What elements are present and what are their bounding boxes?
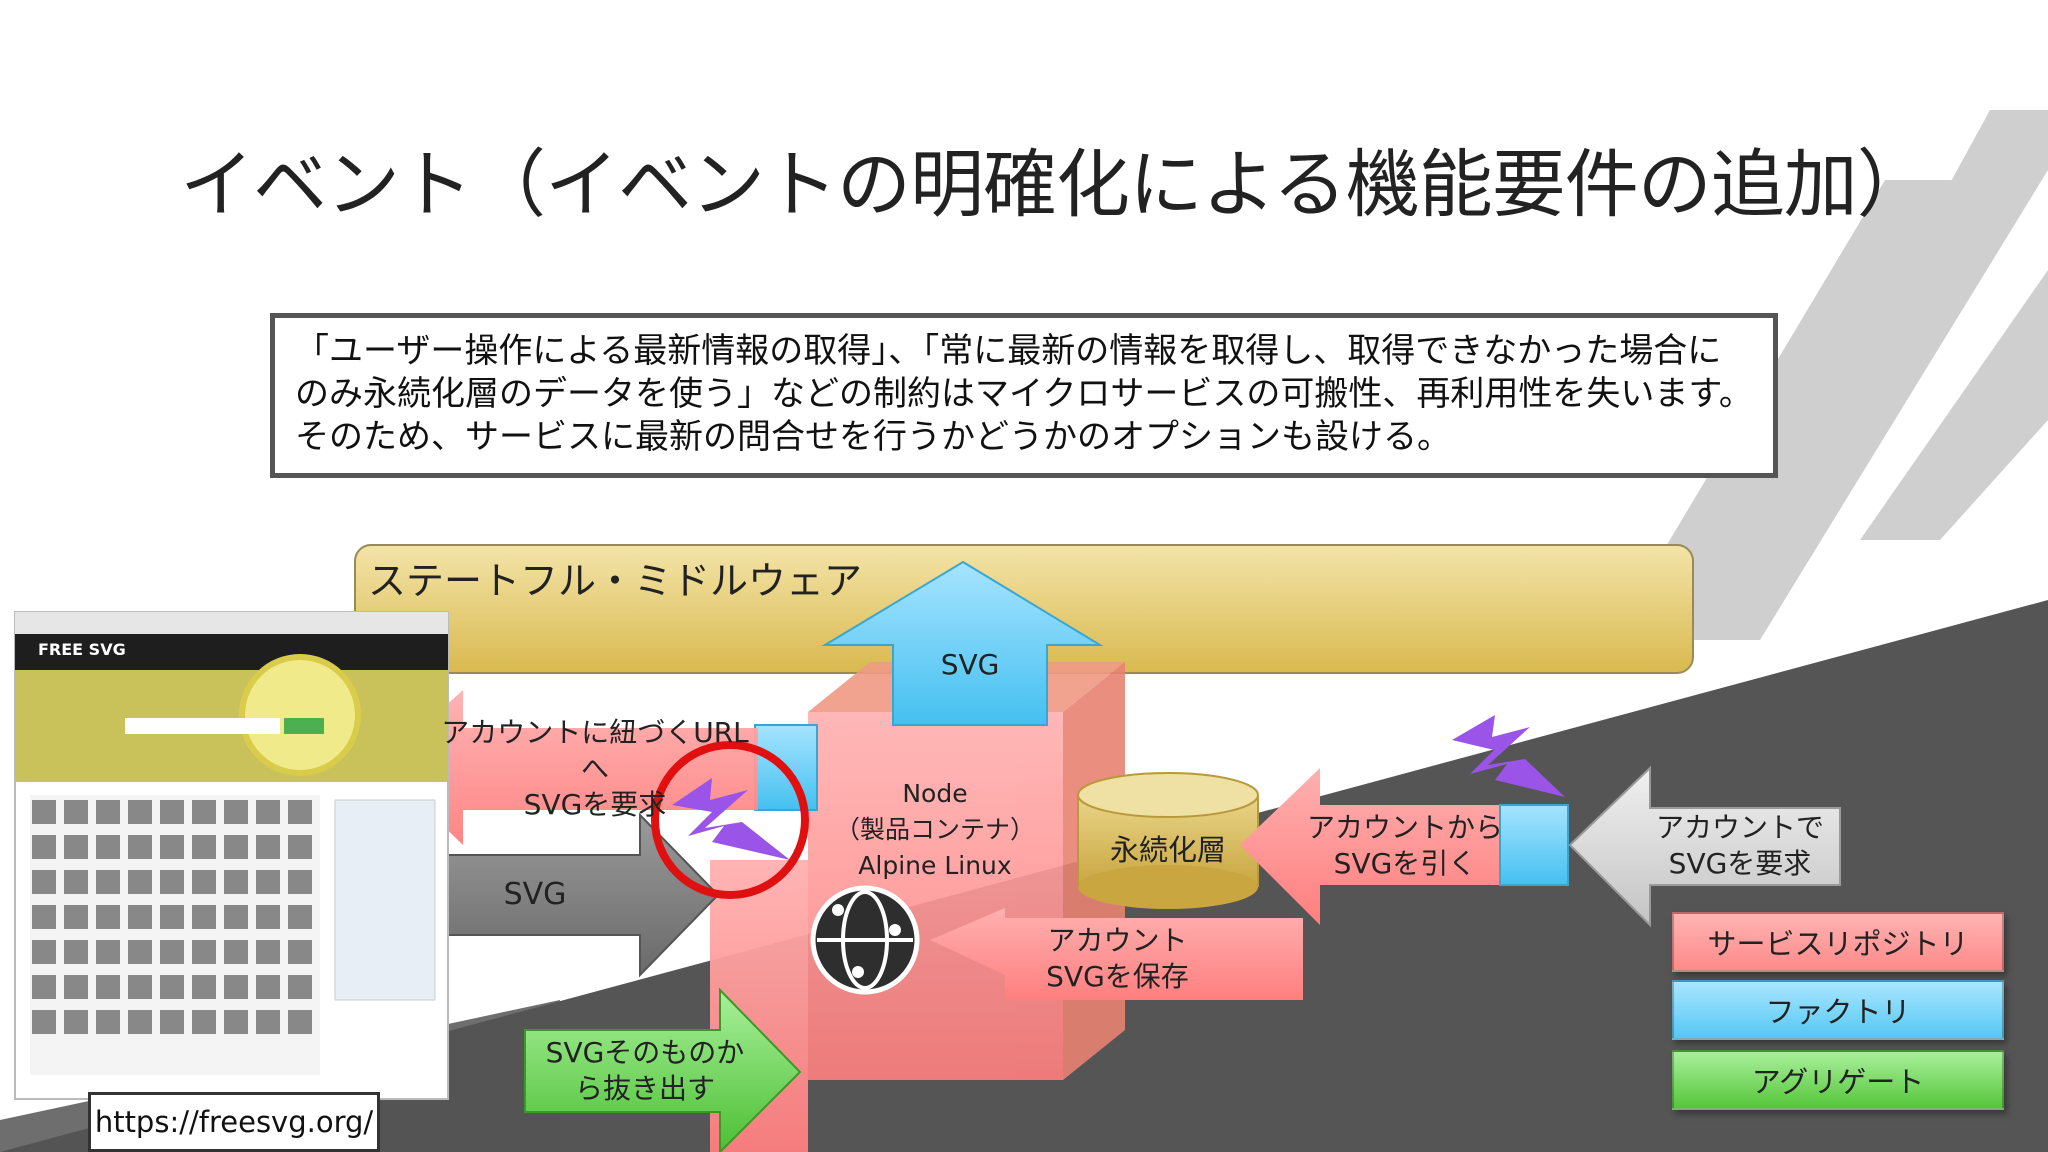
legend-service-repository: サービスリポジトリ	[1672, 912, 2004, 972]
svg-up-arrow	[821, 560, 1104, 726]
factory-account-square	[1499, 804, 1569, 886]
extract-svg-arrow	[524, 987, 802, 1152]
constraint-note-box: 「ユーザー操作による最新情報の取得」、「常に最新の情報を取得し、取得できなかった…	[270, 313, 1778, 478]
note-line: そのため、サービスに最新の問合せを行うかどうかのオプションも設ける。	[295, 417, 1451, 457]
pull-from-account-arrow	[1240, 768, 1502, 925]
url-request-label: アカウントに紐づくURLへ SVGを要求	[441, 716, 749, 821]
middleware-label: ステートフル・ミドルウェア	[368, 559, 863, 603]
note-line: 「ユーザー操作による最新情報の取得」、「常に最新の情報を取得し、取得できなかった…	[295, 331, 1722, 371]
client-request-label: アカウントで SVGを要求	[1655, 811, 1824, 880]
persistence-cylinder	[1077, 772, 1259, 909]
svg-up-arrow-label: SVG	[940, 648, 1000, 681]
note-line: のみ永続化層のデータを使う」などの制約はマイクロサービスの可搬性、再利用性を失い…	[295, 374, 1753, 414]
freesvg-logo: FREE SVG	[38, 640, 126, 659]
page-title: イベント（イベントの明確化による機能要件の追加）	[180, 142, 1931, 228]
extract-svg-label: SVGそのものか ら抜き出す	[545, 1036, 745, 1105]
persistence-label: 永続化層	[1109, 833, 1226, 867]
lightning-bolt-icon	[672, 778, 790, 860]
network-globe-icon	[810, 885, 920, 995]
legend-aggregate: アグリゲート	[1672, 1050, 2004, 1110]
node-container-label: Node （製品コンテナ） Alpine Linux	[834, 779, 1035, 880]
lightning-bolt-icon	[1452, 715, 1565, 797]
client-request-arrow	[1568, 765, 1841, 928]
save-account-label: アカウント SVGを保存	[1046, 924, 1189, 993]
source-url-label: https://freesvg.org/	[88, 1092, 380, 1152]
decorative-stripes	[1610, 110, 2048, 640]
url-request-arrow	[380, 690, 758, 845]
svg-return-label: SVG	[503, 877, 567, 912]
legend-factory: ファクトリ	[1672, 980, 2004, 1040]
save-account-arrow	[930, 908, 1303, 1000]
freesvg-website-thumbnail	[14, 611, 449, 1100]
pull-from-account-label: アカウントから SVGを引く	[1306, 811, 1503, 880]
svg-return-arrow	[429, 812, 720, 978]
highlight-circle	[651, 741, 809, 899]
